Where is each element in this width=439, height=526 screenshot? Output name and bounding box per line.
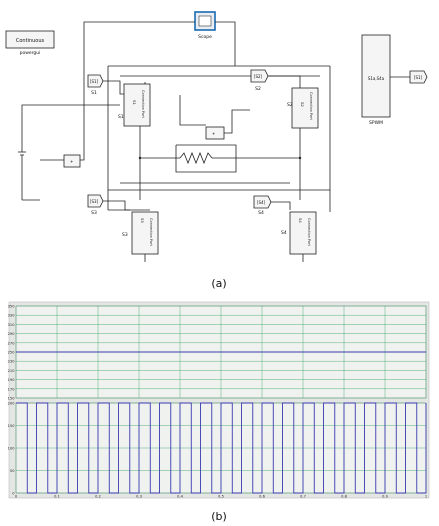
svg-text:SPWM: SPWM [369,120,383,126]
traces [16,351,427,494]
y-tick-label: 230 [8,360,16,364]
x-tick-label: 0 [15,495,18,499]
x-tick-label: 0.8 [341,495,347,499]
svg-text:S4: S4 [281,230,287,236]
y-tick-label: 150 [8,424,16,428]
x-tick-label: 0.9 [382,495,388,499]
y-tick-label: 50 [10,469,15,473]
svg-text:[S4]: [S4] [257,200,266,205]
bottom-trace-pulse [16,402,427,494]
goto-s4-tag[interactable] [253,195,272,209]
svg-text:Connection Port: Connection Port [307,218,311,246]
y-tick-label: 0 [12,492,15,496]
svg-text:[S3]: [S3] [90,199,99,204]
scope-icon [198,15,212,27]
caption-b: (b) [211,510,227,523]
y-tick-label: 190 [8,378,16,382]
x-tick-label: 0.6 [259,495,265,499]
svg-text:Connection Port: Connection Port [141,90,145,118]
svg-text:S3: S3 [140,218,145,223]
x-tick-label: 0.1 [54,495,60,499]
svg-text:S1: S1 [132,100,137,105]
svg-text:S2: S2 [300,102,305,107]
resistor-icon [179,151,213,165]
x-tick-label: 0.4 [177,495,183,499]
svg-text:S2: S2 [255,86,261,92]
switch-s1-block[interactable] [123,83,151,127]
y-tick-label: 310 [8,323,16,327]
y-tick-label: 330 [8,314,16,318]
x-tick-label: 0.5 [218,495,224,499]
svg-text:[S1]: [S1] [90,79,99,84]
y-tick-label: 200 [8,402,16,406]
svg-text:S3: S3 [122,232,128,238]
y-tick-label: 270 [8,341,16,345]
goto-s1-tag[interactable] [87,74,104,88]
switch-s3-block[interactable] [131,211,159,255]
left-measure-block[interactable] [63,154,81,168]
svg-text:S4: S4 [298,218,303,223]
x-tick-label: 0.7 [300,495,306,499]
svg-text:[S2]: [S2] [254,74,263,79]
svg-text:S1: S1 [118,114,124,120]
spwm-goto-tag[interactable] [409,70,428,84]
powergui-block[interactable] [5,30,55,49]
top-y-ticks: 350 330 310 290 270 250 230 210 190 170 150 [8,305,16,401]
svg-text:+: + [70,159,73,164]
y-tick-label: 170 [8,387,16,391]
simulink-diagram: Continuous powergui Scope + [S1] S1 [5,11,428,262]
powergui-label: powergui [20,50,41,56]
x-tick-label: 0.3 [136,495,142,499]
svg-text:S2: S2 [287,102,293,108]
svg-text:+: + [212,131,215,136]
scope-label: Scope [198,34,212,40]
svg-text:Connection Port: Connection Port [149,218,153,246]
x-ticks: 0 0.1 0.2 0.3 0.4 0.5 0.6 0.7 0.8 0.9 1 [15,495,427,499]
powergui-text: Continuous [16,38,45,44]
svg-text:S1: S1 [91,90,97,96]
y-tick-label: 350 [8,305,16,309]
switch-s4-block[interactable] [289,211,317,255]
svg-text:[S1]: [S1] [414,75,423,80]
switch-s2-block[interactable] [291,87,319,129]
goto-s2-tag[interactable] [250,69,269,83]
spwm-block[interactable] [361,34,391,118]
bottom-y-ticks: 200 150 100 50 0 [8,402,16,496]
svg-text:Connection Port: Connection Port [309,92,313,120]
y-tick-label: 210 [8,369,16,373]
y-tick-label: 150 [8,397,16,401]
y-tick-label: 250 [8,351,16,355]
goto-s3-tag[interactable] [87,194,104,208]
y-tick-label: 290 [8,332,16,336]
svg-text:S4: S4 [258,210,264,216]
svg-text:S3: S3 [91,210,97,216]
x-tick-label: 0.2 [95,495,101,499]
x-tick-label: 1 [425,495,427,499]
caption-a: (a) [211,277,226,290]
y-tick-label: 100 [8,447,16,451]
svg-text:S1a,S4a: S1a,S4a [368,76,385,81]
